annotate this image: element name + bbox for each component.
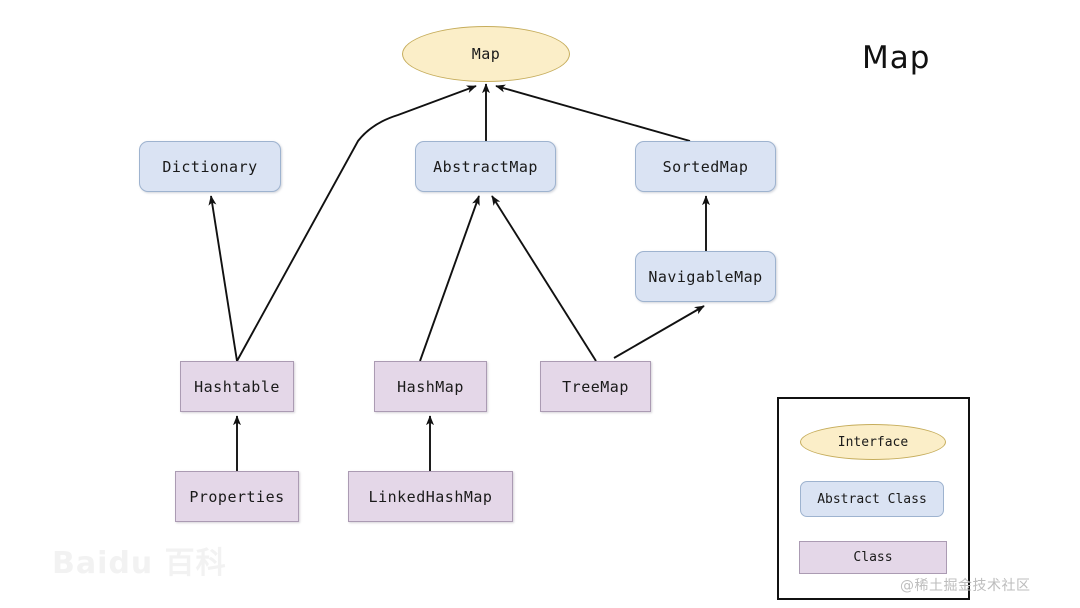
legend-item-class: Class <box>799 541 947 574</box>
edge-hashtable-to-map <box>236 85 477 362</box>
node-navigablemap[interactable]: NavigableMap <box>635 251 776 302</box>
node-linkedhashmap[interactable]: LinkedHashMap <box>348 471 513 522</box>
node-abstractmap[interactable]: AbstractMap <box>415 141 556 192</box>
node-properties[interactable]: Properties <box>175 471 299 522</box>
legend-item-interface: Interface <box>800 424 946 460</box>
page-title: Map <box>862 40 931 76</box>
edge-sortedmap-to-map <box>495 84 691 142</box>
node-map[interactable]: Map <box>402 26 570 82</box>
edge-hashmap-to-abstractmap <box>419 195 480 362</box>
baidu-watermark: Baidu 百科 <box>52 546 227 581</box>
legend-item-abstract-class: Abstract Class <box>800 481 944 517</box>
edge-hashtable-to-dictionary <box>208 195 238 362</box>
node-hashmap[interactable]: HashMap <box>374 361 487 412</box>
node-treemap[interactable]: TreeMap <box>540 361 651 412</box>
node-hashtable[interactable]: Hashtable <box>180 361 294 412</box>
node-sortedmap[interactable]: SortedMap <box>635 141 776 192</box>
edge-treemap-to-abstractmap <box>491 195 597 362</box>
edge-treemap-to-navigablemap <box>613 305 705 359</box>
node-dictionary[interactable]: Dictionary <box>139 141 281 192</box>
